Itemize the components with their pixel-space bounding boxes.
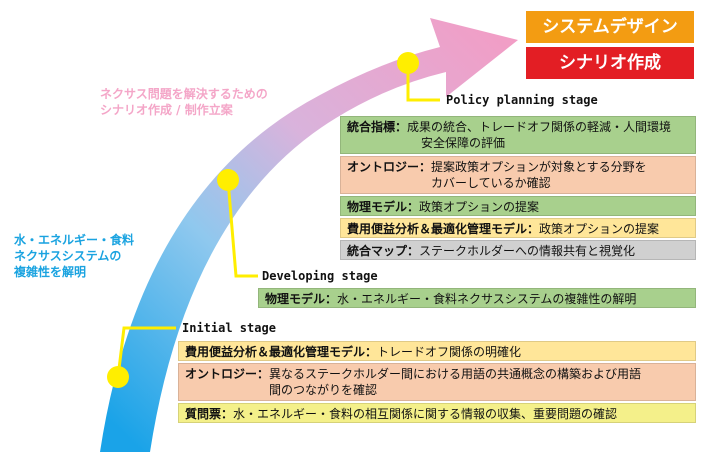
item-term: 統合指標 <box>347 120 396 134</box>
policy-item-integrated-map: 統合マップ：ステークホルダーへの情報共有と視覚化 <box>340 240 696 260</box>
developing-item-physical-model: 物理モデル：水・エネルギー・食料ネクサスシステムの複雑性の解明 <box>258 288 696 308</box>
arrow-body <box>100 18 518 452</box>
left-caption-line1: 水・エネルギー・食料 <box>14 233 135 247</box>
connector-initial <box>116 326 176 378</box>
policy-item-cost-benefit: 費用便益分析＆最適化管理モデル：政策オプションの提案 <box>340 218 696 238</box>
item-term: オントロジー <box>185 367 258 381</box>
arrow-caption-line1: ネクサス問題を解決するための <box>100 87 268 101</box>
item-term: オントロジー <box>347 160 420 174</box>
left-caption-line2: ネクサスシステムの <box>14 249 122 263</box>
item-term: 費用便益分析＆最適化管理モデル <box>347 222 528 236</box>
scenario-header: シナリオ作成 <box>526 47 694 79</box>
initial-item-questionnaire: 質問票：水・エネルギー・食料の相互関係に関する情報の収集、重要問題の確認 <box>178 403 696 423</box>
item-term: 統合マップ <box>347 244 408 258</box>
dot-policy-stage <box>397 52 419 74</box>
policy-item-ontology: オントロジー：提案政策オプションが対象とする分野を カバーしているか確認 <box>340 156 696 194</box>
item-term: 質問票 <box>185 407 222 421</box>
arrow-caption: ネクサス問題を解決するための シナリオ作成 / 制作立案 <box>100 86 268 118</box>
connector-developing <box>226 179 258 278</box>
policy-stage-title: Policy planning stage <box>446 93 598 107</box>
initial-item-ontology: オントロジー：異なるステークホルダー間における用語の共通概念の構築および用語 間… <box>178 363 696 401</box>
left-caption: 水・エネルギー・食料 ネクサスシステムの 複雑性を解明 <box>14 232 134 280</box>
developing-stage-title: Developing stage <box>262 269 378 283</box>
connector-policy <box>406 63 440 102</box>
item-term: 物理モデル <box>347 200 408 214</box>
policy-item-physical-model: 物理モデル：政策オプションの提案 <box>340 196 696 216</box>
item-term: 費用便益分析＆最適化管理モデル <box>185 345 366 359</box>
dot-developing-stage <box>217 169 239 191</box>
policy-item-integrated-index: 統合指標：成果の統合、トレードオフ関係の軽減・人間環境 安全保障の評価 <box>340 116 696 154</box>
dot-initial-stage <box>107 366 129 388</box>
initial-stage-title: Initial stage <box>182 321 276 335</box>
initial-item-cost-benefit: 費用便益分析＆最適化管理モデル：トレードオフ関係の明確化 <box>178 341 696 361</box>
left-caption-line3: 複雑性を解明 <box>14 265 87 279</box>
system-design-header: システムデザイン <box>526 11 694 43</box>
item-term: 物理モデル <box>265 292 326 306</box>
arrow-caption-line2: シナリオ作成 / 制作立案 <box>100 103 233 117</box>
